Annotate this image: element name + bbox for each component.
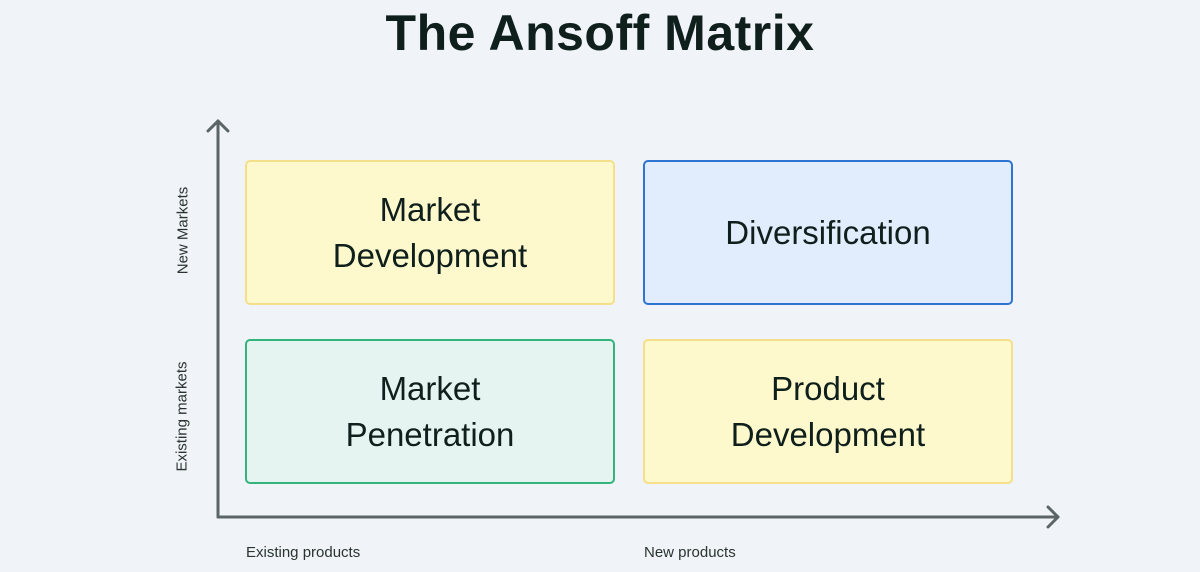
quadrant-label-line2: Penetration xyxy=(345,415,515,453)
quadrant-label-line1: Product xyxy=(771,369,885,407)
x-axis-label-new-products: New products xyxy=(644,544,736,561)
quadrant-diversification: Diversification xyxy=(643,160,1013,305)
y-axis-label-new-markets: New Markets xyxy=(174,186,192,275)
diagram-title: The Ansoff Matrix xyxy=(385,5,815,61)
quadrant-label-line1: Market xyxy=(379,190,481,228)
quadrant-label-line2: Development xyxy=(332,236,528,274)
y-axis-arrow-icon xyxy=(206,119,230,519)
quadrant-market-penetration: Market Penetration xyxy=(245,339,615,484)
quadrant-product-development: Product Development xyxy=(643,339,1013,484)
quadrant-label-line1: Market xyxy=(379,369,481,407)
y-axis-label-existing-markets: Existing markets xyxy=(173,361,191,472)
x-axis-label-existing-products: Existing products xyxy=(246,544,361,561)
x-axis-arrow-icon xyxy=(216,505,1060,529)
quadrant-label-line2: Development xyxy=(730,415,926,453)
quadrant-market-development: Market Development xyxy=(245,160,615,305)
quadrant-label-line1: Diversification xyxy=(725,213,931,251)
